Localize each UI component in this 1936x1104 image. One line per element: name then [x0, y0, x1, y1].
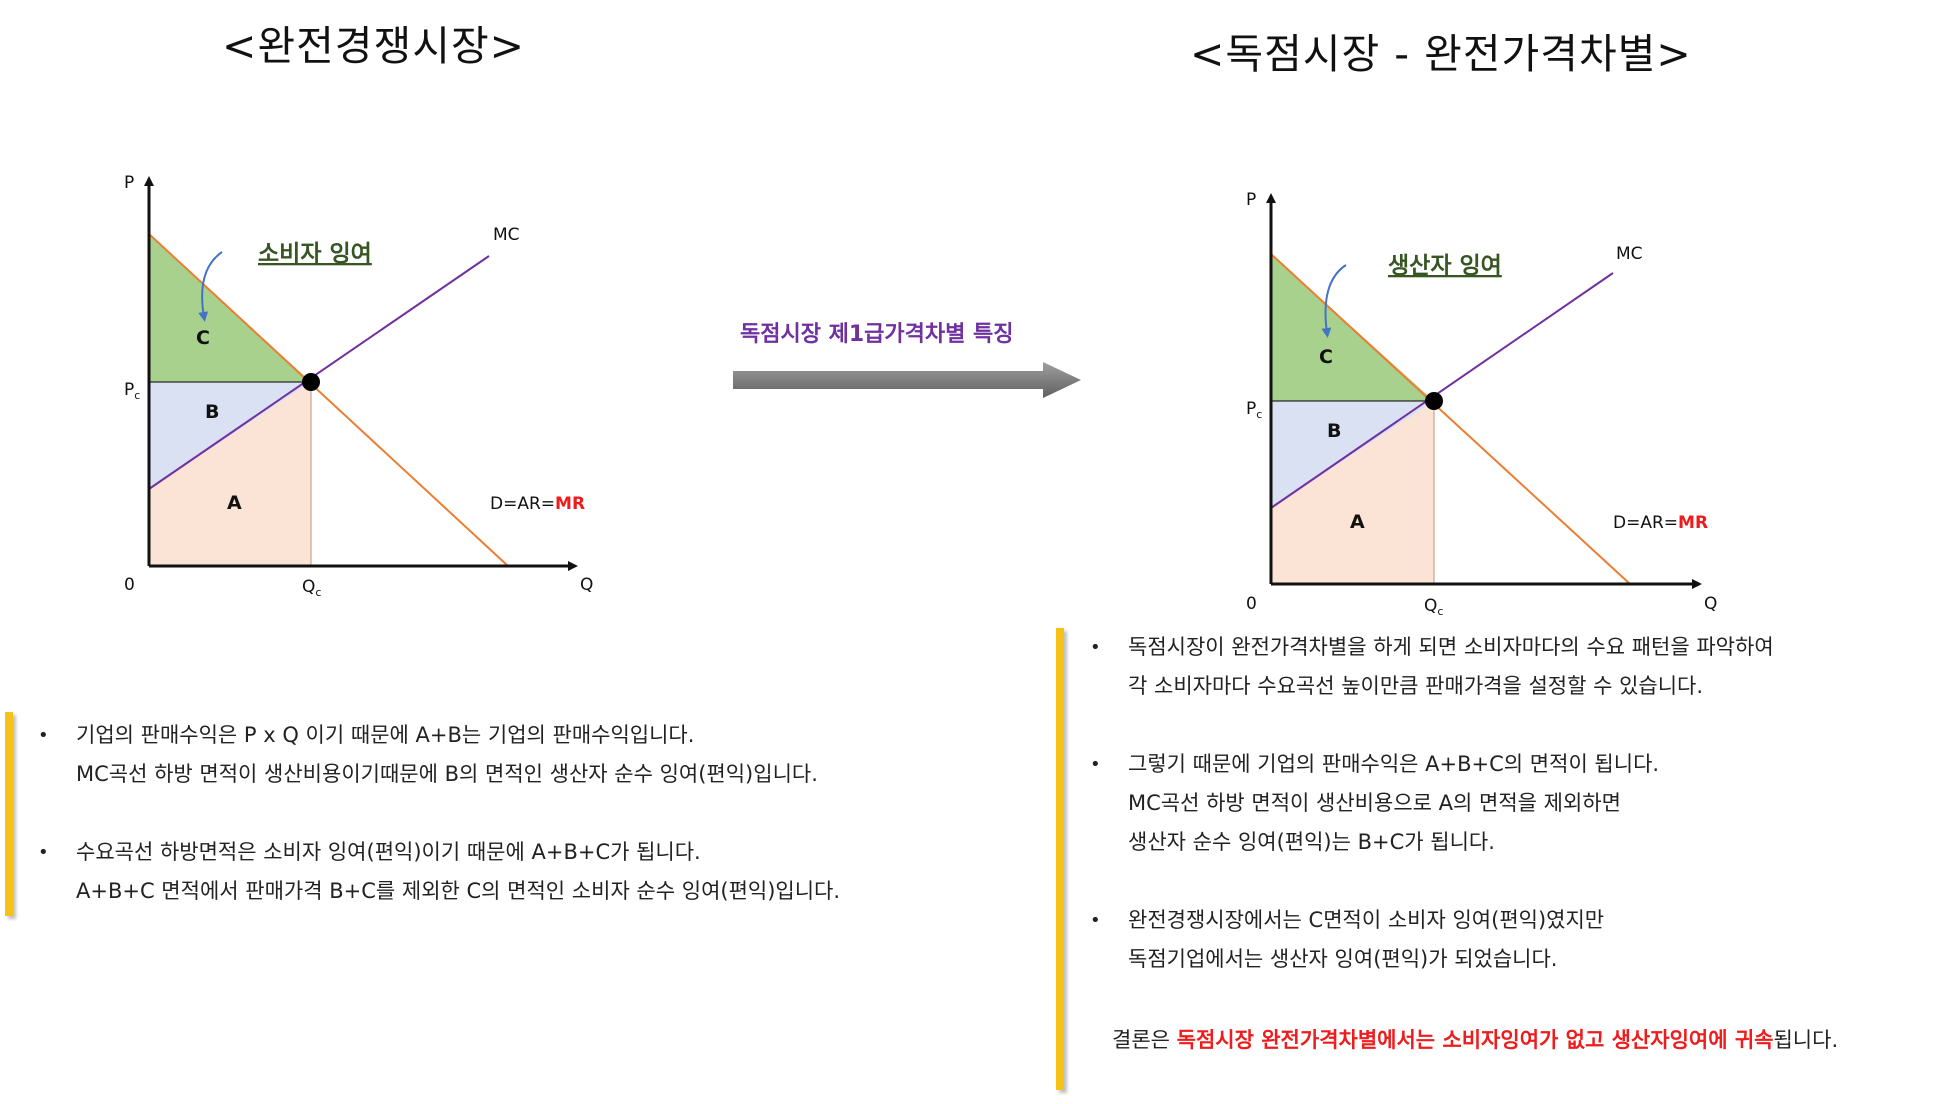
- area-a-label-right: A: [1350, 511, 1365, 533]
- transition-arrow-shape: [733, 362, 1081, 398]
- note-line: 독점시장이 완전가격차별을 하게 되면 소비자마다의 수요 패턴을 파악하여: [1128, 635, 1774, 659]
- accent-bar-right: [1056, 628, 1064, 1090]
- conclusion-highlight: 독점시장 완전가격차별에서는 소비자잉여가 없고 생산자잉여에 귀속: [1176, 1028, 1774, 1052]
- note-right-2: • 그렇기 때문에 기업의 판매수익은 A+B+C의 면적이 됩니다. MC곡선…: [1090, 745, 1774, 862]
- origin-label-left: 0: [124, 575, 135, 595]
- note-line: MC곡선 하방 면적이 생산비용으로 A의 면적을 제외하면: [1128, 791, 1621, 815]
- area-a-right: [1271, 401, 1434, 584]
- accent-bar-left: [5, 712, 13, 916]
- mc-curve-right: [1270, 272, 1614, 509]
- note-line: 그렇기 때문에 기업의 판매수익은 A+B+C의 면적이 됩니다.: [1128, 752, 1660, 776]
- conclusion-suffix: 됩니다.: [1773, 1028, 1839, 1052]
- bullet-dot: •: [1090, 754, 1101, 775]
- notes-right: • 독점시장이 완전가격차별을 하게 되면 소비자마다의 수요 패턴을 파악하여…: [1090, 628, 1774, 979]
- note-line: 각 소비자마다 수요곡선 높이만큼 판매가격을 설정할 수 있습니다.: [1128, 674, 1704, 698]
- mc-label-right: MC: [1616, 244, 1643, 264]
- area-c-label-right: C: [1319, 346, 1333, 368]
- callout-producer-surplus: 생산자 잉여: [1388, 253, 1502, 279]
- note-left-1: • 기업의 판매수익은 P x Q 이기 때문에 A+B는 기업의 판매수익입니…: [38, 716, 840, 794]
- p-axis-label-left: P: [124, 173, 134, 193]
- mc-label-left: MC: [493, 225, 520, 245]
- mc-curve-left: [148, 255, 490, 490]
- transition-arrow: 독점시장 제1급가격차별 특징: [733, 322, 1081, 398]
- area-a-left: [149, 382, 311, 566]
- qc-label-left: Qc: [302, 577, 321, 599]
- area-a-label-left: A: [227, 492, 242, 514]
- equilibrium-point-left: [302, 373, 320, 391]
- q-axis-label-left: Q: [580, 575, 593, 595]
- title-perfect-competition: <완전경쟁시장>: [222, 22, 526, 70]
- chart-monopoly: 생산자 잉여 P Q 0 Pc Qc MC D=AR=MR A B C: [1246, 190, 1717, 618]
- bullet-dot: •: [38, 725, 49, 746]
- chart-perfect-competition: 소비자 잉여 P Q 0 Pc Qc MC D=AR=MR A B C: [124, 173, 593, 599]
- note-right-1: • 독점시장이 완전가격차별을 하게 되면 소비자마다의 수요 패턴을 파악하여…: [1090, 628, 1774, 706]
- origin-label-right: 0: [1246, 594, 1257, 614]
- area-b-label-left: B: [205, 401, 219, 423]
- demand-label-right: D=AR=MR: [1613, 513, 1708, 533]
- area-c-label-left: C: [196, 327, 210, 349]
- note-line: 생산자 순수 잉여(편익)는 B+C가 됩니다.: [1128, 830, 1495, 854]
- note-line: 기업의 판매수익은 P x Q 이기 때문에 A+B는 기업의 판매수익입니다.: [76, 723, 695, 747]
- callout-consumer-surplus: 소비자 잉여: [258, 241, 372, 267]
- q-axis-label-right: Q: [1704, 594, 1717, 614]
- area-b-right: [1271, 401, 1434, 508]
- equilibrium-point-right: [1425, 392, 1443, 410]
- demand-curve-right: [1270, 253, 1631, 585]
- bullet-dot: •: [38, 842, 49, 863]
- title-monopoly-price-discrimination: <독점시장 - 완전가격차별>: [1190, 30, 1692, 78]
- note-line: MC곡선 하방 면적이 생산비용이기때문에 B의 면적인 생산자 순수 잉여(편…: [76, 762, 818, 786]
- note-line: A+B+C 면적에서 판매가격 B+C를 제외한 C의 면적인 소비자 순수 잉…: [76, 879, 841, 903]
- bullet-dot: •: [1090, 637, 1101, 658]
- demand-curve-left: [148, 233, 509, 567]
- note-right-3: • 완전경쟁시장에서는 C면적이 소비자 잉여(편익)였지만 독점기업에서는 생…: [1090, 901, 1774, 979]
- callout-arrow-left: [198, 251, 223, 322]
- conclusion-prefix: 결론은: [1112, 1028, 1177, 1052]
- note-line: 수요곡선 하방면적은 소비자 잉여(편익)이기 때문에 A+B+C가 됩니다.: [76, 840, 701, 864]
- conclusion: 결론은 독점시장 완전가격차별에서는 소비자잉여가 없고 생산자잉여에 귀속됩니…: [1112, 1024, 1838, 1054]
- p-axis-label-right: P: [1246, 190, 1256, 210]
- demand-label-left: D=AR=MR: [490, 494, 585, 514]
- note-left-2: • 수요곡선 하방면적은 소비자 잉여(편익)이기 때문에 A+B+C가 됩니다…: [38, 833, 840, 911]
- note-line: 독점기업에서는 생산자 잉여(편익)가 되었습니다.: [1128, 947, 1558, 971]
- area-b-label-right: B: [1327, 420, 1341, 442]
- callout-arrow-right: [1321, 264, 1347, 338]
- qc-label-right: Qc: [1424, 596, 1443, 618]
- note-line: 완전경쟁시장에서는 C면적이 소비자 잉여(편익)였지만: [1128, 908, 1605, 932]
- bullet-dot: •: [1090, 910, 1101, 931]
- notes-left: • 기업의 판매수익은 P x Q 이기 때문에 A+B는 기업의 판매수익입니…: [38, 716, 840, 911]
- pc-label-right: Pc: [1246, 399, 1262, 421]
- transition-arrow-label: 독점시장 제1급가격차별 특징: [740, 322, 1014, 347]
- pc-label-left: Pc: [124, 380, 140, 402]
